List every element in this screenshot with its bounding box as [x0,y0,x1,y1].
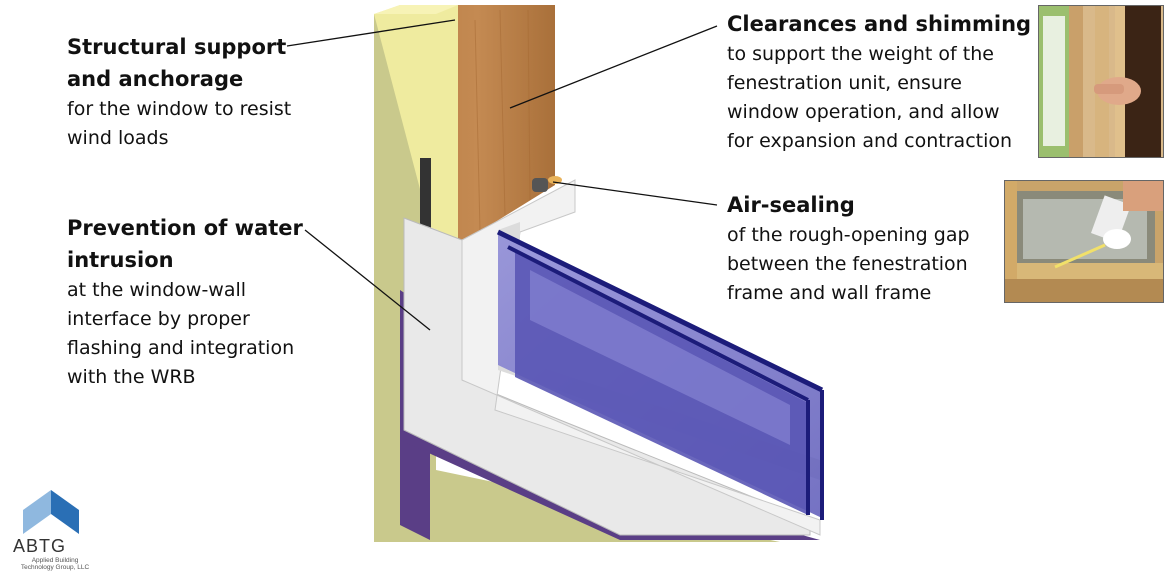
logo-name: Applied Building Technology Group, LLC [0,557,110,571]
shimming-photo [1038,5,1164,158]
wood-grain [474,19,481,231]
callout-air-sealing: Air-sealing of the rough-opening gap bet… [727,189,1002,308]
callout-title: Air-sealing [727,193,855,217]
abtg-logo-mark [23,490,79,534]
callout-description: interface by proper [67,308,250,330]
callout-title: Structural support [67,35,287,59]
leader-clearances [509,25,718,109]
air-sealing-photo [1004,180,1164,303]
callout-title: intrusion [67,248,174,272]
foam-edge [374,5,458,14]
callout-description: with the WRB [67,366,196,388]
callout-structural-support: Structural support and anchorage for the… [67,31,327,153]
callout-description: for the window to resist [67,98,292,120]
sealant-bead [532,178,548,192]
abtg-logo: ABTG Applied Building Technology Group, … [0,488,110,574]
logo-name-line: Applied Building [31,557,79,564]
wood-grain [527,9,531,201]
callout-description: fenestration unit, ensure [727,72,962,94]
callout-title: Prevention of water [67,216,303,240]
leader-water [304,229,431,331]
window-frame [461,179,821,536]
leader-structural [286,19,456,47]
backer-rod [548,176,562,184]
callout-description: frame and wall frame [727,282,932,304]
callout-description: at the window-wall [67,279,247,301]
callout-description: of the rough-opening gap [727,224,970,246]
callout-clearances-shimming: Clearances and shimming to support the w… [727,8,1037,156]
wood-grain [499,9,506,216]
callout-water-intrusion: Prevention of water intrusion at the win… [67,212,327,392]
callout-title: and anchorage [67,67,244,91]
glass-pane-inner [515,252,808,515]
logo-name-line: Technology Group, LLC [20,564,90,571]
logo-abbr: ABTG [13,536,67,556]
callout-description: flashing and integration [67,337,295,359]
callout-description: wind loads [67,127,169,149]
callout-description: window operation, and allow [727,101,1000,123]
foam-insulation [374,5,458,250]
glass-edge [507,245,809,402]
callout-description: to support the weight of the [727,43,994,65]
glass-highlight [530,270,790,445]
leader-airsealing [552,181,718,206]
callout-title: Clearances and shimming [727,12,1032,36]
glass-edge [496,229,824,393]
callout-description: between the fenestration [727,253,968,275]
fastener-slot [420,158,431,230]
callout-description: for expansion and contraction [727,130,1013,152]
